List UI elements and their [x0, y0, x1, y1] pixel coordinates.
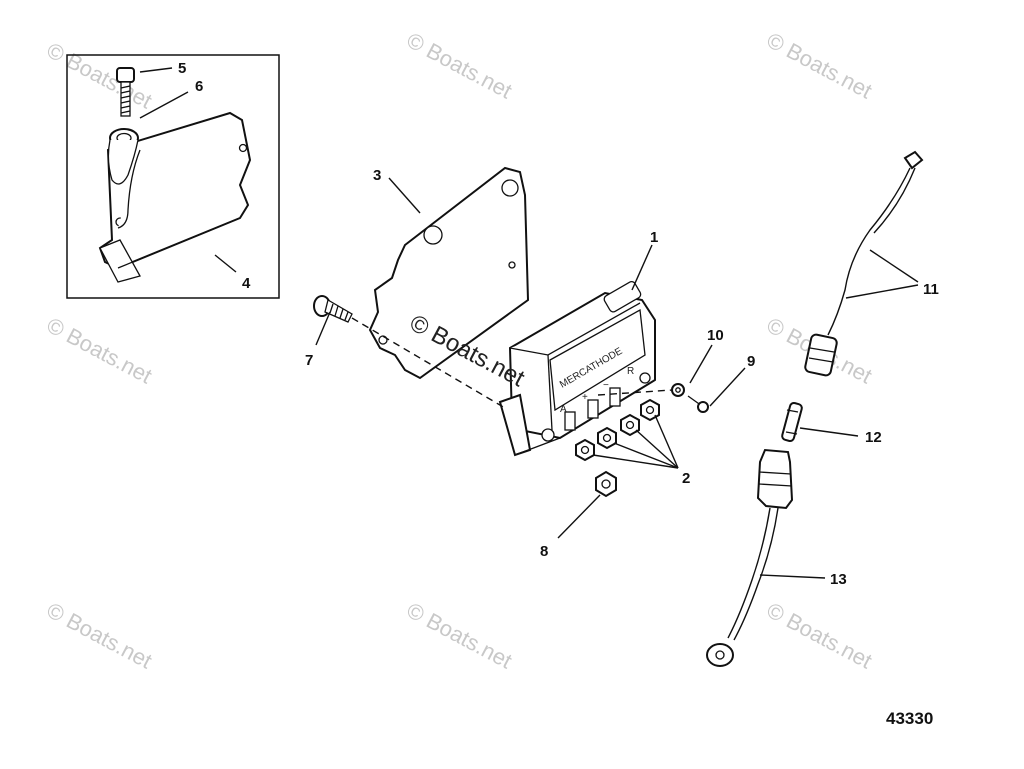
- callout-3: 3: [373, 167, 381, 184]
- terminal-a-label: A: [560, 404, 567, 415]
- callout-7: 7: [305, 352, 313, 369]
- callout-5: 5: [178, 60, 186, 77]
- watermark: © Boats.net: [763, 27, 877, 103]
- watermark: © Boats.net: [43, 597, 157, 673]
- terminal-plus-label: +: [582, 392, 588, 403]
- watermark: © Boats.net: [43, 37, 157, 113]
- callout-12: 12: [865, 429, 882, 446]
- callout-6: 6: [195, 78, 203, 95]
- figure-number: 43330: [886, 709, 933, 728]
- washer-part-10: [671, 383, 685, 397]
- harness-part-11: [804, 150, 924, 377]
- watermark: © Boats.net: [43, 312, 157, 388]
- screw-part-9: [687, 395, 709, 413]
- regulator-part-1: MERCATHODE A + − R: [498, 281, 656, 457]
- callout-1: 1: [650, 229, 658, 246]
- nut-part-8: [595, 470, 617, 498]
- fuse-part-12: [781, 401, 803, 443]
- leader-lines: [315, 177, 919, 579]
- watermark: © Boats.net: [763, 597, 877, 673]
- screw-part-5: [116, 67, 135, 117]
- cover-part-4: [98, 111, 252, 283]
- callout-13: 13: [830, 571, 847, 588]
- callout-11: 11: [923, 281, 939, 298]
- callout-8: 8: [540, 543, 548, 560]
- grommet-part-6: [107, 128, 139, 185]
- inset-box: 5 6 4: [66, 54, 280, 299]
- callout-10: 10: [707, 327, 724, 344]
- terminal-r-label: R: [627, 366, 634, 377]
- watermark: © Boats.net: [403, 597, 517, 673]
- callout-4: 4: [242, 275, 251, 292]
- inset-frame: [66, 54, 280, 299]
- terminal-minus-label: −: [603, 380, 609, 391]
- screw-part-7: [313, 295, 353, 323]
- callouts: 1 2 3 7 8 9 10 11 12 13: [305, 167, 939, 588]
- callout-9: 9: [747, 353, 755, 370]
- bracket-part-3: [368, 166, 530, 380]
- watermark: © Boats.net: [403, 27, 517, 103]
- fuse-holder-part-13: [706, 448, 794, 667]
- nuts-part-2: [575, 398, 660, 462]
- callout-2: 2: [682, 470, 690, 487]
